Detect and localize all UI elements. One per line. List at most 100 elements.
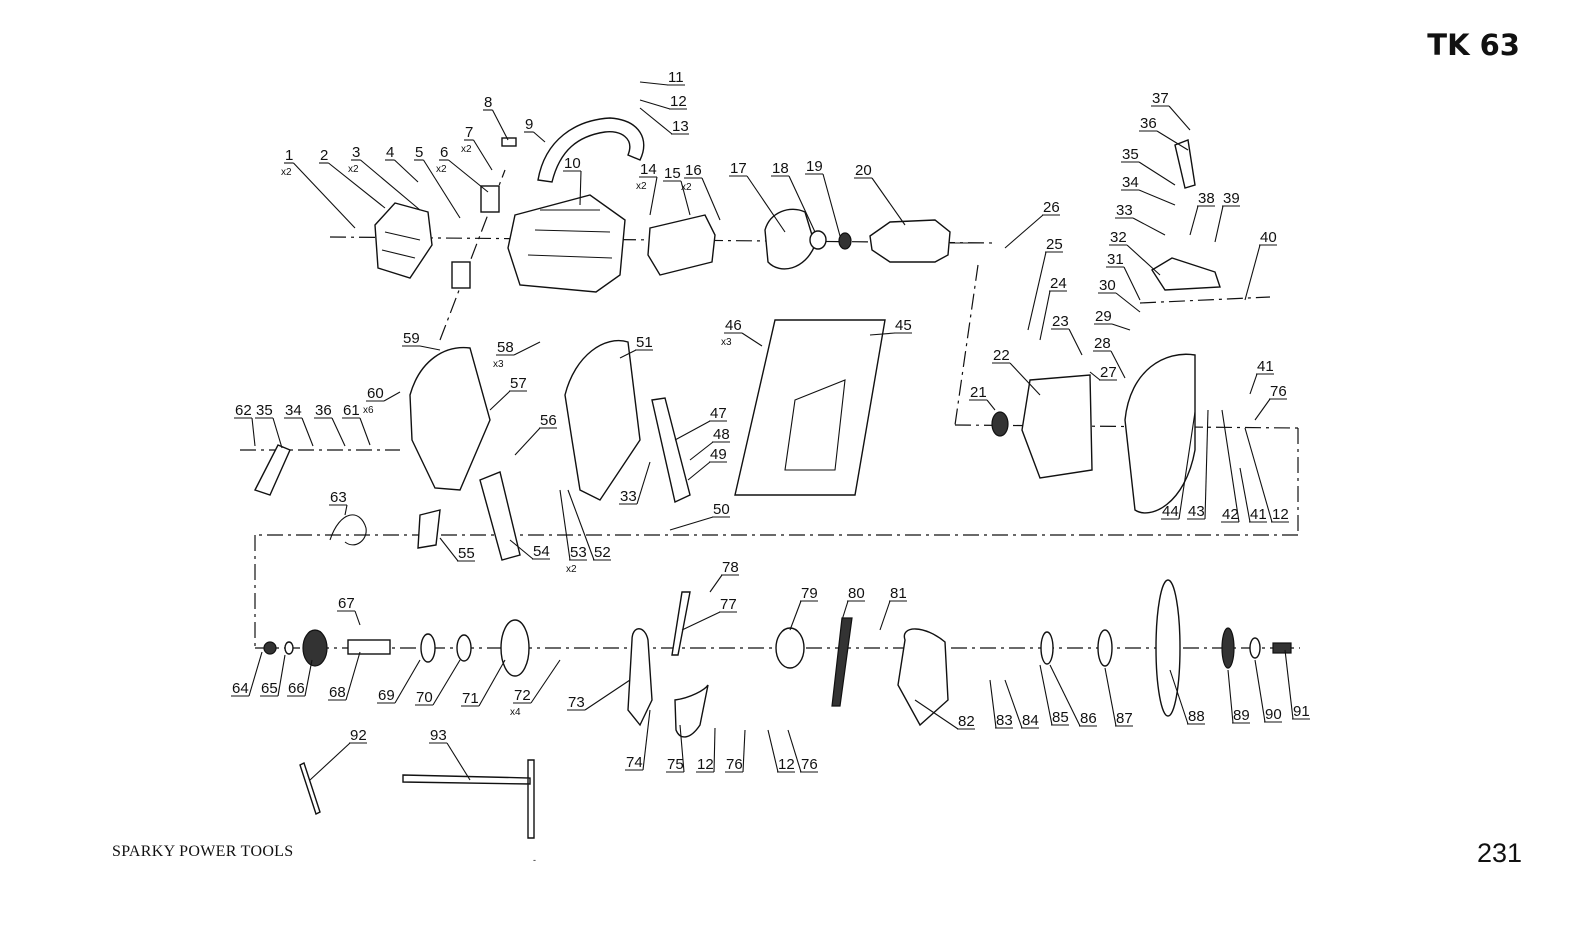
callout-number: 90 — [1265, 706, 1282, 723]
callout-number: 47 — [710, 405, 727, 422]
callout-81: 81 — [879, 585, 907, 631]
part-32-lever — [1151, 257, 1221, 291]
callout-12: 12 — [1244, 427, 1289, 523]
part-69-ring — [420, 633, 436, 663]
callout-62: 62 — [234, 402, 256, 447]
callout-number: 52 — [594, 544, 611, 561]
callout-75: 75 — [666, 724, 685, 773]
part-17-bearing-plate — [764, 208, 816, 270]
callout-leader-line — [841, 600, 849, 621]
callout-leader-line — [1009, 362, 1041, 396]
part-65-washer — [284, 641, 294, 655]
callout-number: 6 — [440, 144, 448, 161]
callout-74: 74 — [625, 709, 651, 771]
part-64-nut — [263, 641, 277, 655]
callout-48: 48 — [689, 426, 730, 461]
callout-22: 22 — [992, 347, 1041, 396]
callout-35: 35 — [255, 402, 283, 449]
part-9-handle — [537, 117, 645, 183]
callout-86: 86 — [1049, 664, 1097, 727]
callout-number: 88 — [1188, 708, 1205, 725]
callout-number: 16 — [685, 162, 702, 179]
part-54-tube — [479, 471, 521, 561]
callout-leader-line — [1123, 266, 1141, 301]
callout-leader-line — [432, 659, 461, 706]
callout-leader-line — [669, 516, 714, 531]
callout-number: 84 — [1022, 712, 1039, 729]
callout-10: 10 — [563, 155, 582, 206]
callout-38: 38 — [1189, 190, 1215, 236]
callout-36: 36 — [1139, 115, 1189, 151]
callout-number: 81 — [890, 585, 907, 602]
part-47-lever — [651, 397, 691, 504]
callout-leader-line — [1004, 214, 1044, 249]
callout-45: 45 — [869, 317, 912, 336]
callout-leader-line — [359, 417, 371, 446]
callout-68: 68 — [328, 651, 361, 701]
callout-28: 28 — [1093, 335, 1126, 379]
callout-84: 84 — [1004, 679, 1039, 729]
callout-30: 30 — [1098, 277, 1141, 313]
callout-13: 13 — [639, 107, 689, 135]
callout-44: 44 — [1161, 411, 1196, 520]
callout-52: 52 — [567, 489, 611, 561]
callout-leader-line — [1156, 130, 1189, 151]
callout-number: 36 — [1140, 115, 1157, 132]
callout-quantity: x2 — [436, 164, 447, 175]
part-93-wrench — [402, 759, 535, 839]
callout-number: 62 — [235, 402, 252, 419]
part-28-blade-guard — [1124, 353, 1196, 514]
center-mark: - — [533, 855, 536, 865]
callout-number: 59 — [403, 330, 420, 347]
callout-leader-line — [492, 109, 509, 141]
part-68-spindle — [347, 639, 391, 655]
part-2-end-cap — [374, 202, 433, 279]
callout-31: 31 — [1106, 251, 1141, 301]
callout-number: 77 — [720, 596, 737, 613]
callout-65: 65 — [260, 654, 286, 697]
callout-leader-line — [360, 159, 421, 211]
callout-number: 93 — [430, 727, 447, 744]
callout-number: 74 — [626, 754, 643, 771]
callout-leader-line — [394, 659, 421, 704]
base-plate-group — [734, 139, 1221, 514]
part-70-bearing — [456, 634, 472, 662]
callout-leader-line — [687, 461, 711, 481]
callout-80: 80 — [841, 585, 865, 621]
callout-leader-line — [674, 420, 711, 441]
callout-71: 71 — [461, 659, 506, 707]
callout-number: 23 — [1052, 313, 1069, 330]
callout-88: 88 — [1169, 669, 1205, 725]
callout-number: 28 — [1094, 335, 1111, 352]
model-title: TK 63 — [1427, 28, 1520, 62]
callout-36: 36 — [314, 402, 346, 447]
callout-77: 77 — [681, 596, 737, 631]
callout-number: 38 — [1198, 190, 1215, 207]
callout-number: 1 — [285, 147, 293, 164]
callout-91: 91 — [1284, 649, 1310, 720]
callout-quantity: x3 — [493, 359, 504, 370]
callout-43: 43 — [1187, 409, 1209, 520]
callout-number: 92 — [350, 727, 367, 744]
callout-number: 15 — [664, 165, 681, 182]
callout-number: 39 — [1223, 190, 1240, 207]
callout-leader-line — [530, 659, 561, 704]
callout-leader-line — [741, 332, 763, 347]
callout-leader-line — [513, 341, 541, 356]
callout-leader-line — [423, 159, 461, 219]
callout-34: 34 — [284, 402, 314, 447]
callout-number: 64 — [232, 680, 249, 697]
part-18-bushing — [809, 230, 827, 250]
callout-26: 26 — [1004, 199, 1060, 249]
callout-leader-line — [394, 159, 419, 183]
callout-63: 63 — [329, 489, 348, 516]
callout-number: 40 — [1260, 229, 1277, 246]
callout-leader-line — [986, 399, 996, 411]
part-89-outer-flange — [1221, 627, 1235, 669]
part-35-handle — [1174, 139, 1196, 189]
callout-leader-line — [1189, 205, 1199, 236]
callout-leader-line — [1110, 350, 1126, 379]
callout-leader-line — [709, 574, 723, 593]
callout-leader-line — [1239, 467, 1251, 523]
callout-6: 6x2 — [436, 144, 489, 193]
